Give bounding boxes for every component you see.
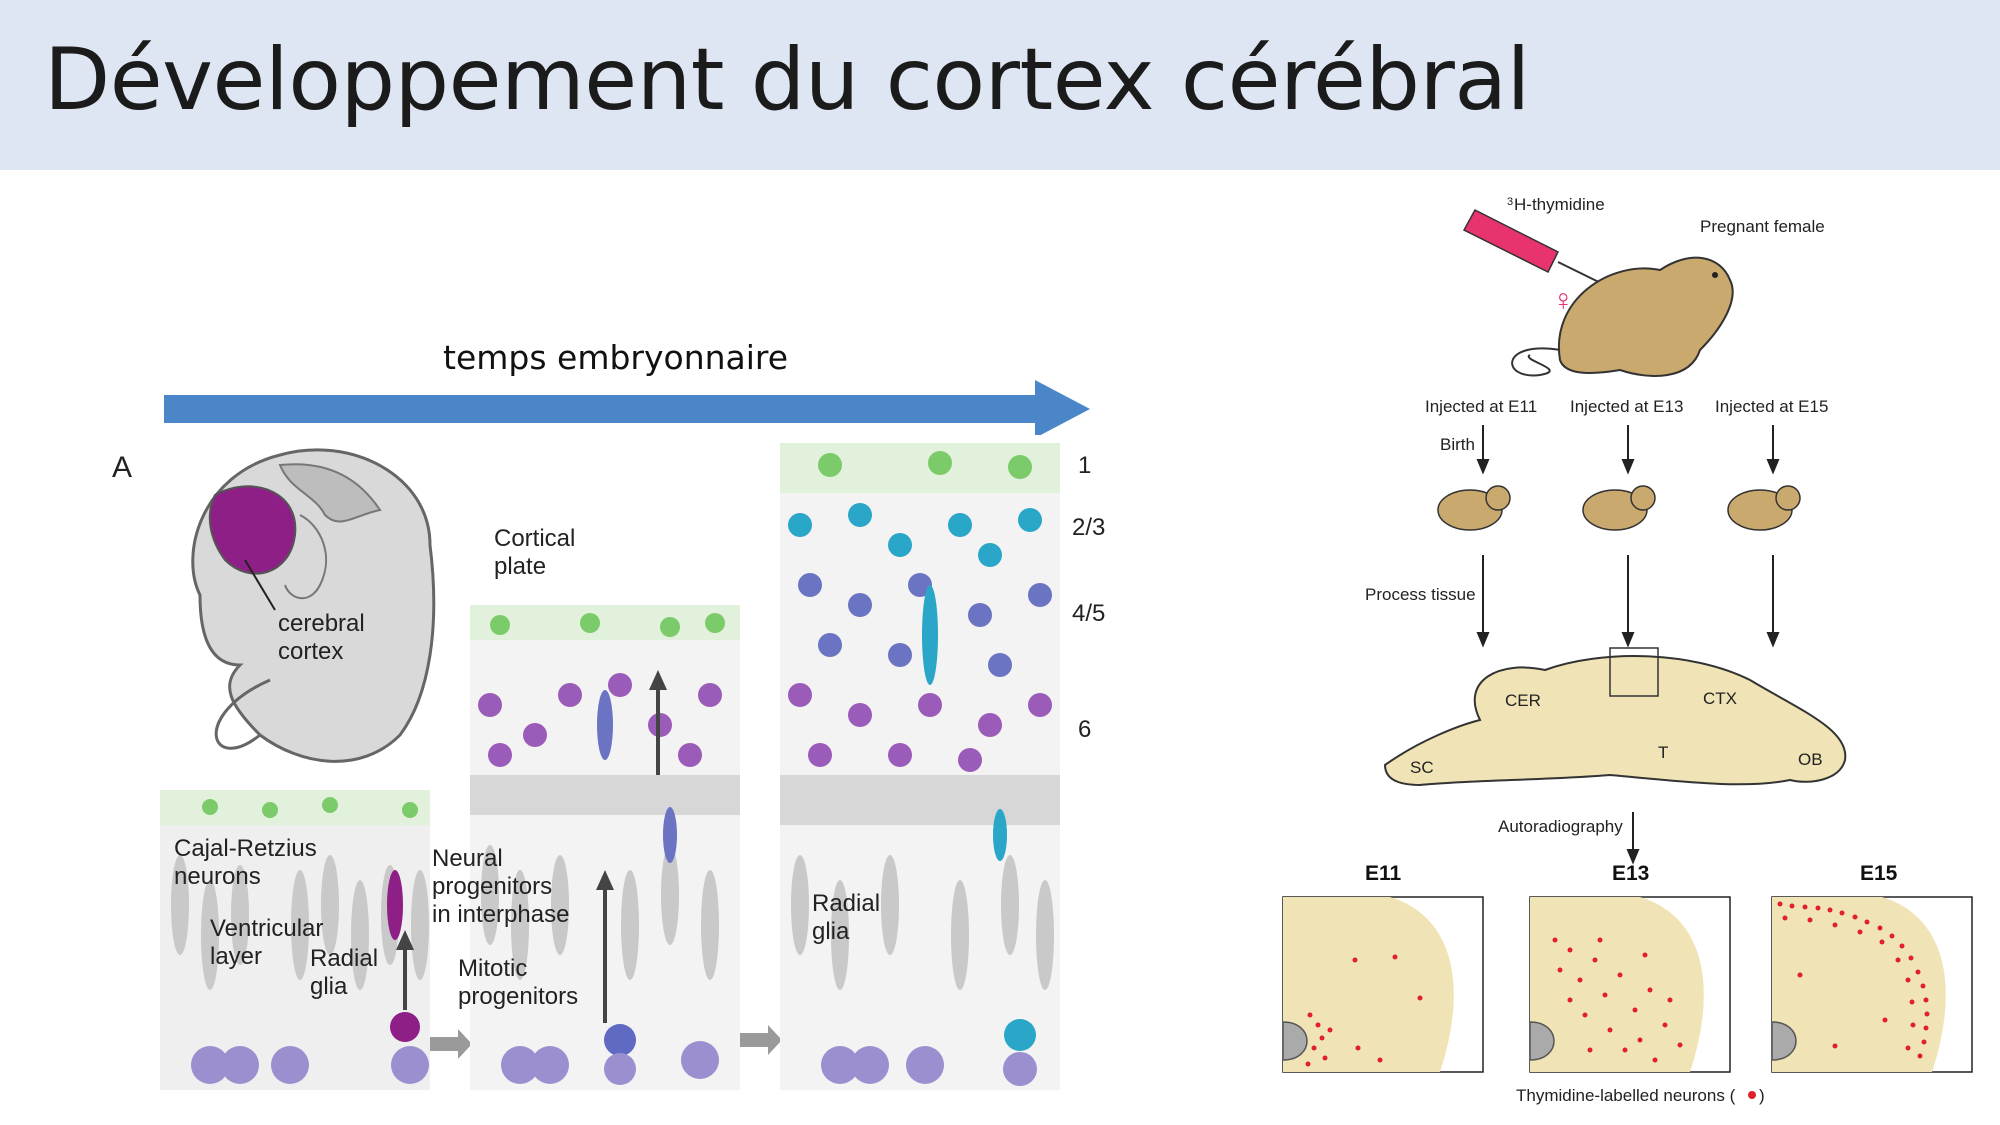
layer-6: 6 — [1078, 716, 1091, 743]
autoradiography-arrow — [1626, 812, 1640, 865]
panel-e15 — [1771, 896, 1973, 1073]
region-sc: SC — [1410, 758, 1434, 777]
label-progenitors: progenitors — [432, 873, 552, 900]
birth-label: Birth — [1440, 435, 1475, 454]
layer-4-5: 4/5 — [1072, 600, 1105, 627]
stage-layered-cortex — [780, 443, 1060, 1090]
cortex-development-figure: A cerebral cortex Cajal-Retzius neurons … — [100, 435, 1120, 1115]
label-neural: Neural — [432, 845, 503, 872]
legend-label-end: ) — [1759, 1086, 1765, 1105]
timeline-arrow — [164, 380, 1090, 438]
panel-e11 — [1282, 896, 1484, 1073]
panel-title-e11: E11 — [1365, 862, 1402, 885]
injected-e15: Injected at E15 — [1715, 397, 1828, 416]
label-glia-b: glia — [812, 918, 850, 945]
pregnant-mouse-illustration — [1511, 256, 1734, 377]
embryo-label-cerebral: cerebral — [278, 610, 365, 637]
slide-header — [0, 0, 2000, 170]
region-t: T — [1658, 743, 1668, 762]
pregnant-female-label: Pregnant female — [1700, 217, 1825, 236]
label-cajal-neurons: neurons — [174, 863, 261, 890]
panel-e13 — [1529, 896, 1731, 1073]
thymidine-experiment-figure: 3 H-thymidine Pregnant female ♀ Injected… — [1282, 195, 1973, 1105]
process-arrows — [1476, 555, 1780, 648]
stage-cortical-plate — [470, 605, 740, 1090]
label-plate: plate — [494, 553, 546, 580]
syringe-icon — [1462, 209, 1616, 291]
region-ctx: CTX — [1703, 689, 1737, 708]
process-tissue-label: Process tissue — [1365, 585, 1476, 604]
autoradiography-label: Autoradiography — [1498, 817, 1623, 836]
label-cajal: Cajal-Retzius — [174, 835, 317, 862]
timeline-label: temps embryonnaire — [443, 338, 789, 377]
label-radial-b: Radial — [812, 890, 880, 917]
panel-letter: A — [112, 451, 132, 484]
injected-e13: Injected at E13 — [1570, 397, 1683, 416]
embryo-illustration — [191, 448, 436, 763]
birth-arrows — [1476, 425, 1780, 475]
region-cer: CER — [1505, 691, 1541, 710]
label-radial-glia: glia — [310, 973, 348, 1000]
thymidine-label-sup: 3 — [1507, 196, 1513, 208]
label-mitotic: Mitotic — [458, 955, 527, 982]
legend-label: Thymidine-labelled neurons ( — [1516, 1086, 1736, 1105]
label-radial: Radial — [310, 945, 378, 972]
panel-title-e15: E15 — [1860, 862, 1898, 885]
label-ventricular-layer: layer — [210, 943, 262, 970]
injected-e11: Injected at E11 — [1425, 397, 1537, 416]
stage-early-cortex — [160, 790, 430, 1090]
panel-title-e13: E13 — [1612, 862, 1649, 885]
thymidine-label: H-thymidine — [1514, 195, 1605, 214]
brain-illustration — [1383, 647, 1847, 787]
pup-mice — [1437, 485, 1801, 531]
region-ob: OB — [1798, 750, 1823, 769]
layer-1: 1 — [1078, 452, 1091, 479]
layer-2-3: 2/3 — [1072, 514, 1105, 541]
label-cortical: Cortical — [494, 525, 575, 552]
embryo-label-cortex: cortex — [278, 638, 343, 665]
label-mitotic-progenitors: progenitors — [458, 983, 578, 1010]
label-ventricular: Ventricular — [210, 915, 323, 942]
label-interphase: in interphase — [432, 901, 569, 928]
slide-title: Développement du cortex cérébral — [44, 30, 1530, 130]
legend-dot-icon — [1748, 1091, 1756, 1099]
